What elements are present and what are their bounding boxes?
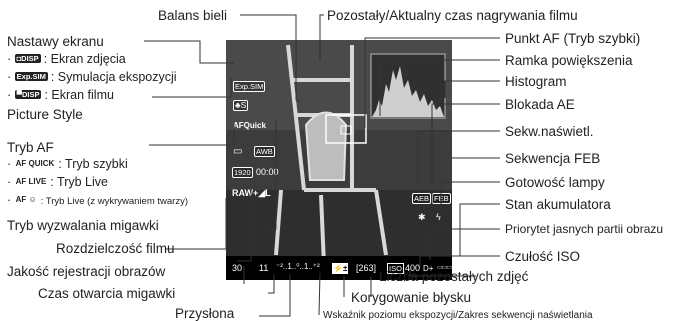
item-ekran-zdjecia: · ◘DISP: Ekran zdjęcia <box>7 52 126 66</box>
label-nastawy-ekranu: Nastawy ekranu <box>7 34 104 49</box>
label-czulosc-iso: Czułość ISO <box>505 249 581 264</box>
label-picture-style: Picture Style <box>7 107 83 122</box>
drive-mode-icon: ▭ <box>233 146 243 157</box>
magnify-frame <box>325 114 367 144</box>
item-tryb-live: · AF LIVE: Tryb Live <box>7 175 108 189</box>
aperture-value: 11 <box>259 263 269 273</box>
movie-size-indicator: 1920 <box>232 167 253 178</box>
flash-ready-icon: ϟ <box>436 212 441 222</box>
af-mode-indicator: AFQuick <box>233 121 266 130</box>
item-ekran-filmu: · ▀DISP: Ekran filmu <box>7 88 114 102</box>
label-przyslona: Przysłona <box>175 306 235 321</box>
exposure-level-scale: ⁻²..1..⁰..1..⁺² <box>276 262 320 271</box>
exp-sim-icon: Exp.SIM <box>14 72 48 81</box>
histogram-curve <box>372 66 444 117</box>
flash-comp-icon: ⚡± <box>332 263 349 274</box>
shots-remaining: [263] <box>356 263 377 273</box>
label-blokada-ae: Blokada AE <box>505 97 575 112</box>
movie-disp-icon: ▀DISP <box>14 90 42 99</box>
af-point <box>340 125 352 135</box>
photo-disp-icon: ◘DISP <box>14 54 41 63</box>
movie-time-indicator: 00:00 <box>256 167 279 177</box>
photo-scene <box>226 40 452 280</box>
label-priorytet: Priorytet jasnych partii obrazu <box>505 222 664 236</box>
ae-lock-icon: ✱ <box>418 212 426 222</box>
item-tryb-live-twarz: · AF ☺: Tryb Live (z wykrywaniem twarzy) <box>7 193 188 207</box>
iso-icon: ISO <box>387 263 404 274</box>
label-gotowosc-lampy: Gotowość lampy <box>505 175 605 190</box>
wb-indicator: AWB <box>254 146 275 157</box>
label-balans-bieli: Balans bieli <box>158 8 228 23</box>
item-tryb-szybki: · AF QUICK: Tryb szybki <box>7 157 128 171</box>
label-sekwencja-feb: Sekwencja FEB <box>505 151 601 166</box>
iso-value: 400 <box>405 263 421 273</box>
label-histogram: Histogram <box>505 74 567 89</box>
af-face-icon: AF ☺ <box>15 195 37 204</box>
label-korygowanie-blysku: Korygowanie błysku <box>351 290 472 305</box>
label-ramka: Ramka powiększenia <box>505 53 633 68</box>
battery-icon: ▭▭▭ <box>437 265 452 271</box>
af-quick-icon: AF QUICK <box>15 159 55 168</box>
picture-style-indicator: ♣S <box>233 100 249 111</box>
exp-sim-indicator: Exp.SIM <box>233 81 266 92</box>
highlight-priority: D+ <box>423 264 434 273</box>
label-sekw-naswietl: Sekw.naświetl. <box>505 124 594 139</box>
aeb-indicator: AEB <box>412 193 432 204</box>
camera-screen: Exp.SIM ♣S AFQuick ▭ AWB 1920 00:00 RAW+… <box>226 40 452 280</box>
label-jakosc: Jakość rejestracji obrazów <box>7 264 166 279</box>
item-symulacja: · Exp.SIM: Symulacja ekspozycji <box>7 70 177 84</box>
label-tryb-af: Tryb AF <box>7 140 54 155</box>
label-czas-nagrywania: Pozostały/Aktualny czas nagrywania filmu <box>327 8 578 23</box>
label-czas-otwarcia: Czas otwarcia migawki <box>38 286 176 301</box>
label-rozdzielczosc: Rozdzielczość filmu <box>56 241 175 256</box>
label-stan-akumulatora: Stan akumulatora <box>505 197 611 212</box>
label-liczba-zdjec: Liczba pozostałych zdjęć <box>379 269 529 284</box>
label-tryb-wyzwalania: Tryb wyzwalania migawki <box>7 218 159 233</box>
label-punkt-af: Punkt AF (Tryb szybki) <box>505 31 641 46</box>
shutter-speed: 30 <box>232 263 243 273</box>
af-live-icon: AF LIVE <box>15 177 47 186</box>
label-wskaznik-ekspozycji: Wskaźnik poziomu ekspozycji/Zakres sekwe… <box>323 310 593 321</box>
